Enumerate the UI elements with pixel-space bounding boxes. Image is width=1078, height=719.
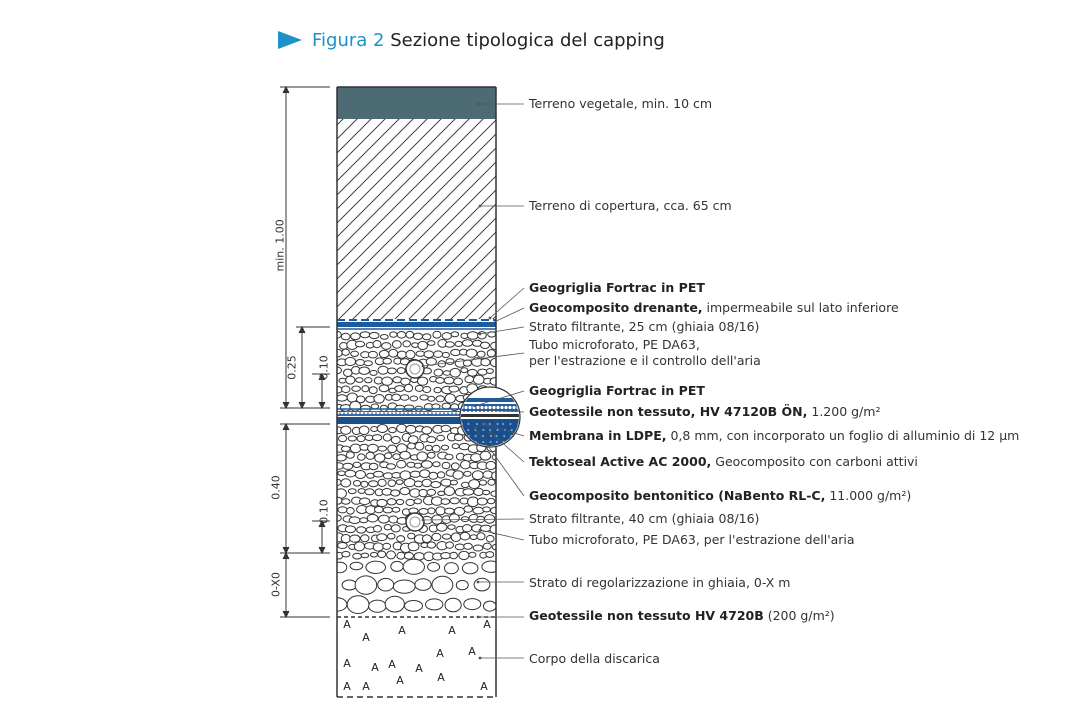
leader-dot [478,204,482,208]
pipe-2-icon [405,512,425,532]
label-geocomposito-drenante-bold: Geocomposito drenante, [529,300,703,315]
leader-dot [476,615,480,619]
leader-dot [488,316,492,320]
label-geocomposito-drenante-text: impermeabile sul lato inferiore [702,300,899,315]
leader-dot [421,364,425,368]
label-strato-filtrante-2: Strato filtrante, 40 cm (ghiaia 08/16) [529,511,760,526]
label-bentonitico-bold: Geocomposito bentonitico (NaBento RL-C, [529,488,826,503]
leader-dot [473,404,477,408]
leader-line [489,431,525,463]
figure-caption: Sezione tipologica del capping [390,30,665,51]
label-geotessile-1: Geotessile non tessuto, HV 47120B ÖN, 1.… [529,404,880,419]
figure-title: Figura 2 Sezione tipologica del capping [278,30,665,51]
waste-mark: A [362,680,370,693]
leader-line [474,390,525,407]
dim-025: 0.25 [285,355,299,380]
label-geotessile-2: Geotessile non tessuto HV 4720B (200 g/m… [529,608,835,623]
column [337,87,496,614]
leader-dot [473,426,477,430]
label-terreno-vegetale: Terreno vegetale, min. 10 cm [529,96,713,111]
label-geogriglia-1: Geogriglia Fortrac in PET [529,280,705,295]
label-tubo-1-a: Tubo microforato, PE DA63, [529,337,700,352]
leader-line [489,307,525,325]
pipe-1-icon [405,359,425,379]
waste-mark: A [415,662,423,675]
label-bentonitico-text: 11.000 g/m²) [825,488,912,503]
label-bentonitico: Geocomposito bentonitico (NaBento RL-C, … [529,488,911,503]
label-geotessile-1-text: 1.200 g/m² [807,404,881,419]
label-membrana-text: 0,8 mm, con incorporato un foglio di all… [666,428,1020,443]
label-geogriglia-2: Geogriglia Fortrac in PET [529,383,705,398]
dim-010-bottom: 0.10 [317,499,331,524]
leader-lines [421,102,525,660]
waste-mark: A [362,631,370,644]
label-geotessile-2-text: (200 g/m²) [763,608,835,623]
label-tektoseal: Tektoseal Active AC 2000, Geocomposito c… [529,454,918,469]
leader-dot [478,528,482,532]
waste-mark: A [388,658,396,671]
leader-dot [478,408,482,412]
layer-regolarizzazione [337,558,496,614]
waste-mark: A [343,657,351,670]
leader-dot [478,656,482,660]
label-strato-filtrante-1: Strato filtrante, 25 cm (ghiaia 08/16) [529,319,760,334]
label-geogriglia-1-text: Geogriglia Fortrac in PET [529,280,705,295]
waste-mark: A [343,680,351,693]
figure-number: Figura 2 [312,30,385,51]
waste-mark: A [480,680,488,693]
waste-mark: A [437,671,445,684]
leader-line [474,427,525,497]
leader-dot [478,332,482,336]
label-geotessile-1-bold: Geotessile non tessuto, HV 47120B ÖN, [529,404,808,419]
leader-dot [488,430,492,434]
leader-line [479,409,525,413]
label-geocomposito-drenante: Geocomposito drenante, impermeabile sul … [529,300,899,315]
dimension-lines [280,85,330,619]
label-corpo-discarica: Corpo della discarica [529,651,660,666]
leader-line [479,326,525,335]
dim-040: 0.40 [269,475,283,500]
leader-dot [476,580,480,584]
label-tubo-1-b: per l'estrazione e il controllo dell'ari… [529,353,761,368]
layer-terreno-vegetale [337,87,496,119]
waste-mark: A [483,618,491,631]
layer-strato-filtrante-40 [337,423,496,562]
leader-line [484,423,525,437]
waste-mark: A [398,624,406,637]
waste-mark: A [448,624,456,637]
leader-dot [488,322,492,326]
label-tektoseal-bold: Tektoseal Active AC 2000, [529,454,712,469]
leader-dot [476,102,480,106]
dim-0x0: 0-X0 [269,572,283,597]
leader-line [479,529,525,541]
waste-mark: A [371,661,379,674]
dim-010-top: 0.10 [317,355,331,380]
leader-dot [483,422,487,426]
label-terreno-copertura: Terreno di copertura, cca. 65 cm [529,198,732,213]
label-geotessile-2-bold: Geotessile non tessuto HV 4720B [529,608,764,623]
label-geogriglia-2-text: Geogriglia Fortrac in PET [529,383,705,398]
waste-mark: A [396,674,404,687]
leader-line [422,352,525,367]
leader-dot [421,518,425,522]
leader-line [489,287,525,319]
label-membrana-bold: Membrana in LDPE, [529,428,667,443]
geocomposito-drenante-layer [337,319,496,330]
label-tektoseal-text: Geocomposito con carboni attivi [711,454,918,469]
label-membrana: Membrana in LDPE, 0,8 mm, con incorporat… [529,428,1019,443]
label-regolarizzazione: Strato di regolarizzazione in ghiaia, 0-… [529,575,791,590]
leader-line [422,518,525,521]
waste-mark: A [468,645,476,658]
dim-min-100: min. 1.00 [273,219,287,272]
label-tubo-2: Tubo microforato, PE DA63, per l'estrazi… [529,532,855,547]
waste-mark: A [436,647,444,660]
waste-mark: A [343,618,351,631]
layer-terreno-copertura [337,119,496,319]
title-arrow-icon [278,31,302,49]
